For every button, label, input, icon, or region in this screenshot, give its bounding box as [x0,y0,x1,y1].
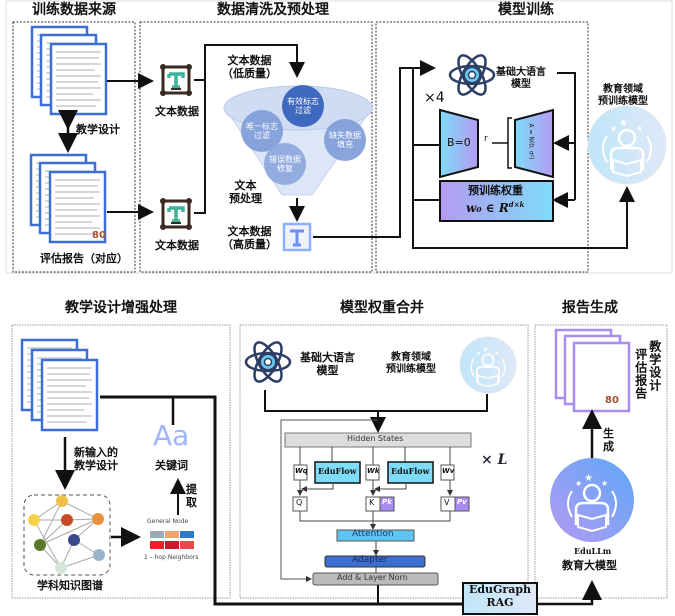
score: 80 [92,230,106,241]
eduflow-q-box [314,461,361,484]
report-doc-label: 教学设计 [647,340,662,392]
lora-a-matrix [514,108,554,179]
base-model-atom-icon [244,337,292,387]
new-design-docs [20,338,99,432]
text-data-label: 文本数据 [155,239,199,252]
wq-box [293,464,308,481]
neighbors-label: 1 – hop Neighbors [144,554,199,561]
knowledge-graph-label: 学科知识图谱 [37,579,103,592]
q-box [292,496,308,512]
top-panel [5,0,673,274]
eduflow-label: EduFlow [391,466,430,476]
step-circle [241,110,283,152]
report-score: 80 [605,395,619,406]
wk-label: Wk [367,467,380,475]
section-title: 模型权重合并 [340,300,424,316]
keyword-icon: Aa [153,419,190,452]
section-title: 训练数据来源 [32,2,116,18]
v-label: V [444,498,450,507]
step-circle [324,119,366,161]
weights-title: 预训练权重 [468,184,523,197]
b-matrix-label: B=0 [447,136,471,149]
wv-box [440,464,455,481]
eduflow-k-box [387,461,434,484]
pk-label: Pk [382,498,392,506]
edugraph-rag-label: EduGraph RAG [468,583,532,609]
hidden-states-bar [284,432,472,448]
low-quality-label: 文本数据 （低质量） [222,54,277,80]
section-title: 模型训练 [498,2,554,18]
new-input-label: 新输入的 教学设计 [74,446,118,472]
domain-model-label: 教育领域 预训练模型 [386,352,436,375]
section-title: 教学设计增强处理 [65,300,177,316]
domain-model-label: 教育领域 预训练模型 [598,84,648,107]
teaching-design-docs [30,25,108,116]
attention-label: Attention [352,529,394,539]
step-error-fix: 错误数据 修复 [269,155,301,174]
add-norm-label: Add & Layer Norn [337,573,408,582]
step-unique-filter: 唯一标志 过滤 [246,122,278,141]
text-data-icon [158,62,194,98]
high-quality-label: 文本数据 （高质量） [222,225,277,251]
report-doc-label: 评估报告 [633,348,648,400]
training-box [375,21,589,273]
pk-box [379,496,395,512]
pv-box [454,496,470,512]
knowledge-graph [33,500,100,569]
pretrained-weights-box [439,180,554,222]
rank-bracket [505,117,512,169]
generate-label: 生 成 [603,427,614,453]
attention-bar [336,529,415,542]
wv-label: Wv [442,467,455,475]
eval-report-label: 评估报告（对应） [40,252,128,265]
pv-label: Pv [457,498,467,506]
repeat-label: ×4 [424,90,445,106]
base-model-label: 基础大语言 模型 [496,67,546,90]
step-valid-filter: 有效标志 过滤 [287,97,319,116]
eval-report-docs [29,153,107,244]
edullm-cn-label: 教育大模型 [562,559,617,572]
step-circle [264,143,306,185]
knowledge-graph-box [23,494,111,576]
high-quality-text-icon [282,222,312,252]
extract-label: 提 取 [186,483,197,509]
step-circle [282,85,324,127]
weights-formula: w₀ ∈ Rd×k [466,200,525,215]
graph-nodes [28,495,105,574]
hidden-states-label: Hidden States [347,434,404,443]
edullm-name: EduLLm [574,546,612,556]
sources-box [12,21,136,273]
lora-b-matrix [439,108,479,179]
merge-box [239,324,529,599]
text-data-label: 文本数据 [155,105,199,118]
preprocess-label: 文本 预处理 [229,179,262,205]
report-docs [554,328,631,413]
add-norm-bar [312,572,439,586]
text-data-icon [158,196,194,232]
eduflow-label: EduFlow [318,466,357,476]
wk-box [365,464,380,481]
enhance-box [11,324,231,599]
base-model-atom-icon [448,50,496,100]
adapter-label: Adapter [352,555,388,565]
neighbor-blocks [150,531,194,549]
cleaning-box [139,21,373,273]
teaching-design-label: 教学设计 [76,123,120,136]
adapter-bar [324,555,426,568]
section-title: 报告生成 [562,300,618,316]
step-missing-fill: 缺失数据 填充 [329,131,361,150]
wq-label: Wq [295,467,308,475]
base-model-label: 基础大语言 模型 [300,351,355,377]
edugraph-rag-box [462,582,538,615]
general-node-label: General Node [147,518,189,525]
layer-repeat-label: × L [481,452,508,468]
q-label: Q [296,498,303,507]
rank-label: r [484,134,488,144]
k-label: K [369,498,375,507]
keywords-label: 关键词 [155,459,188,472]
a-matrix-label: A = N(0, σ²) [527,123,535,160]
section-title: 数据清洗及预处理 [217,2,329,18]
